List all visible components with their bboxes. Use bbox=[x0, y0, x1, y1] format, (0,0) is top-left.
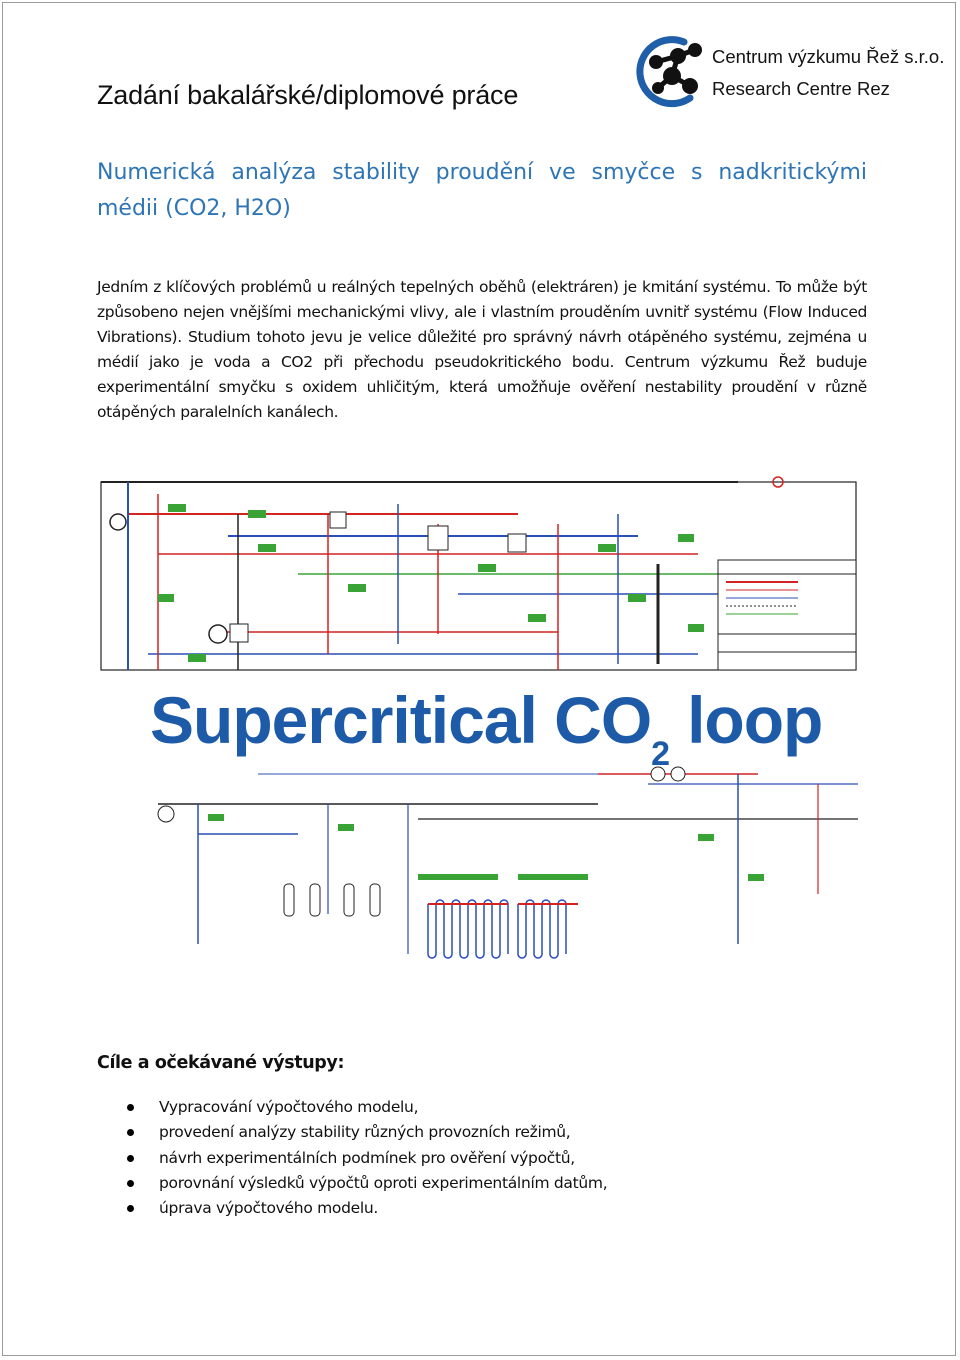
molecule-logo-icon bbox=[636, 36, 702, 108]
piping-diagram-image bbox=[98, 474, 858, 974]
figure-title-tail: loop bbox=[687, 683, 823, 757]
goals-list: Vypracování výpočtového modelu, proveden… bbox=[97, 1095, 608, 1221]
list-item: porovnání výsledků výpočtů oproti experi… bbox=[97, 1171, 608, 1196]
list-item: úprava výpočtového modelu. bbox=[97, 1196, 607, 1221]
list-item: Vypracování výpočtového modelu, bbox=[97, 1095, 607, 1120]
logo-name-en: Research Centre Rez bbox=[712, 78, 890, 99]
goal-text: provedení analýzy stability různých prov… bbox=[159, 1123, 571, 1142]
goal-text: úprava výpočtového modelu. bbox=[159, 1199, 379, 1218]
goal-text: Vypracování výpočtového modelu, bbox=[159, 1098, 419, 1116]
figure-title: Supercritical CO2 loop bbox=[150, 682, 823, 773]
organization-logo: Centrum výzkumu Řež s.r.o. Research Cent… bbox=[632, 36, 944, 110]
description-paragraph: Jedním z klíčových problémů u reálných t… bbox=[97, 278, 867, 421]
bullet-icon bbox=[127, 1104, 134, 1111]
logo-name-cz: Centrum výzkumu Řež s.r.o. bbox=[712, 46, 945, 67]
goals-heading: Cíle a očekávané výstupy: bbox=[97, 1053, 345, 1073]
list-item: návrh experimentálních podmínek pro ověř… bbox=[97, 1146, 607, 1171]
figure-title-subscript: 2 bbox=[651, 735, 670, 773]
page-title: Zadání bakalářské/diplomové práce bbox=[97, 80, 519, 110]
bullet-icon bbox=[127, 1154, 134, 1162]
figure-title-main: Supercritical CO bbox=[150, 683, 652, 757]
goal-text: porovnání výsledků výpočtů oproti experi… bbox=[159, 1173, 608, 1192]
list-item: provedení analýzy stability různých prov… bbox=[97, 1120, 607, 1145]
piping-diagram-icon bbox=[100, 476, 858, 959]
goal-text: návrh experimentálních podmínek pro ověř… bbox=[159, 1148, 575, 1167]
bullet-icon bbox=[127, 1205, 134, 1213]
bullet-icon bbox=[127, 1179, 134, 1187]
bullet-icon bbox=[127, 1129, 134, 1137]
thesis-subtitle: Numerická analýza stability proudění ve … bbox=[97, 160, 867, 221]
